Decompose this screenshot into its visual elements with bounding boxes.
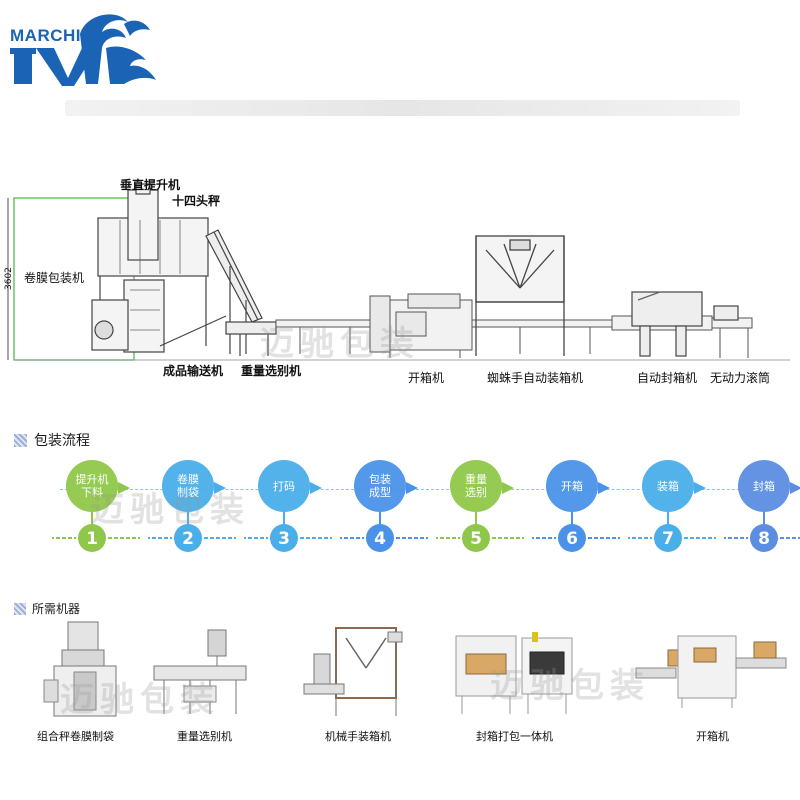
process-step: 装箱 7 bbox=[628, 458, 732, 558]
process-step-number: 7 bbox=[662, 529, 674, 549]
process-step: 打码 3 bbox=[244, 458, 348, 558]
process-step-label: 开箱 bbox=[561, 480, 583, 493]
process-step-label: 封箱 bbox=[753, 480, 775, 493]
process-section-title: 包装流程 bbox=[34, 433, 90, 449]
production-line-drawing: 3602 bbox=[4, 183, 790, 361]
callout-spider-packer: 蜘蛛手自动装箱机 bbox=[487, 371, 584, 385]
process-step: 卷膜 制袋 2 bbox=[148, 458, 252, 558]
machine-image-checkweigher bbox=[153, 629, 247, 714]
brand-mark-icon bbox=[10, 14, 156, 86]
process-step-number: 8 bbox=[758, 529, 770, 549]
machine-caption-2: 重量选别机 bbox=[177, 730, 232, 743]
process-step: 重量 选别 5 bbox=[436, 458, 540, 558]
process-step-label: 包装 成型 bbox=[369, 473, 391, 499]
callout-carton-erector: 开箱机 bbox=[408, 371, 445, 385]
machine-caption-1: 组合秤卷膜制袋 bbox=[37, 730, 114, 743]
process-step-number: 4 bbox=[374, 529, 386, 549]
callout-roller: 无动力滚筒 bbox=[710, 371, 771, 385]
watermark-process: 迈驰包装 bbox=[90, 490, 250, 530]
machine-image-weigher-bagger bbox=[43, 621, 117, 717]
process-step-label: 重量 选别 bbox=[465, 473, 487, 499]
process-step: 开箱 6 bbox=[532, 458, 636, 558]
header-divider-bar bbox=[65, 100, 740, 116]
brand-name: MARCHI bbox=[10, 26, 81, 45]
watermark-machines-2: 迈驰包装 bbox=[490, 666, 650, 706]
height-dimension-label: 3602 bbox=[4, 267, 14, 290]
callout-weigher: 十四头秤 bbox=[172, 194, 221, 208]
process-step-label: 装箱 bbox=[657, 480, 679, 493]
process-step-number: 6 bbox=[566, 529, 578, 549]
watermark-machines-1: 迈驰包装 bbox=[60, 680, 220, 720]
process-step-number: 5 bbox=[470, 529, 482, 549]
machine-caption-4: 封箱打包一体机 bbox=[476, 730, 553, 743]
process-step-number: 2 bbox=[182, 529, 194, 549]
machines-section-icon bbox=[14, 603, 26, 615]
brand-logo: MARCHI bbox=[6, 4, 166, 90]
machine-image-carton-erector bbox=[635, 635, 787, 708]
watermark: 迈驰包装 bbox=[260, 324, 420, 364]
process-step-number: 1 bbox=[86, 529, 98, 549]
process-step-number: 3 bbox=[278, 529, 290, 549]
process-section-icon bbox=[14, 434, 27, 447]
process-step: 封箱 8 bbox=[724, 458, 800, 558]
callout-checkweigher: 重量选别机 bbox=[241, 364, 302, 378]
process-step-label: 卷膜 制袋 bbox=[177, 473, 199, 499]
machine-image-robot-packer bbox=[303, 627, 403, 716]
machine-caption-3: 机械手装箱机 bbox=[325, 730, 391, 743]
machine-image-sealer-strapper bbox=[455, 632, 573, 714]
callout-bagger: 卷膜包装机 bbox=[24, 271, 85, 285]
callout-case-sealer: 自动封箱机 bbox=[637, 371, 698, 385]
process-step: 包装 成型 4 bbox=[340, 458, 444, 558]
process-step: 提升机 下料 1 bbox=[52, 458, 156, 558]
machines-section-title: 所需机器 bbox=[32, 602, 81, 616]
process-step-label: 打码 bbox=[273, 480, 295, 493]
callout-elevator: 垂直提升机 bbox=[120, 178, 181, 192]
machine-caption-5: 开箱机 bbox=[696, 730, 729, 743]
callout-product-conveyor: 成品输送机 bbox=[163, 364, 224, 378]
process-step-label: 提升机 下料 bbox=[75, 473, 109, 499]
